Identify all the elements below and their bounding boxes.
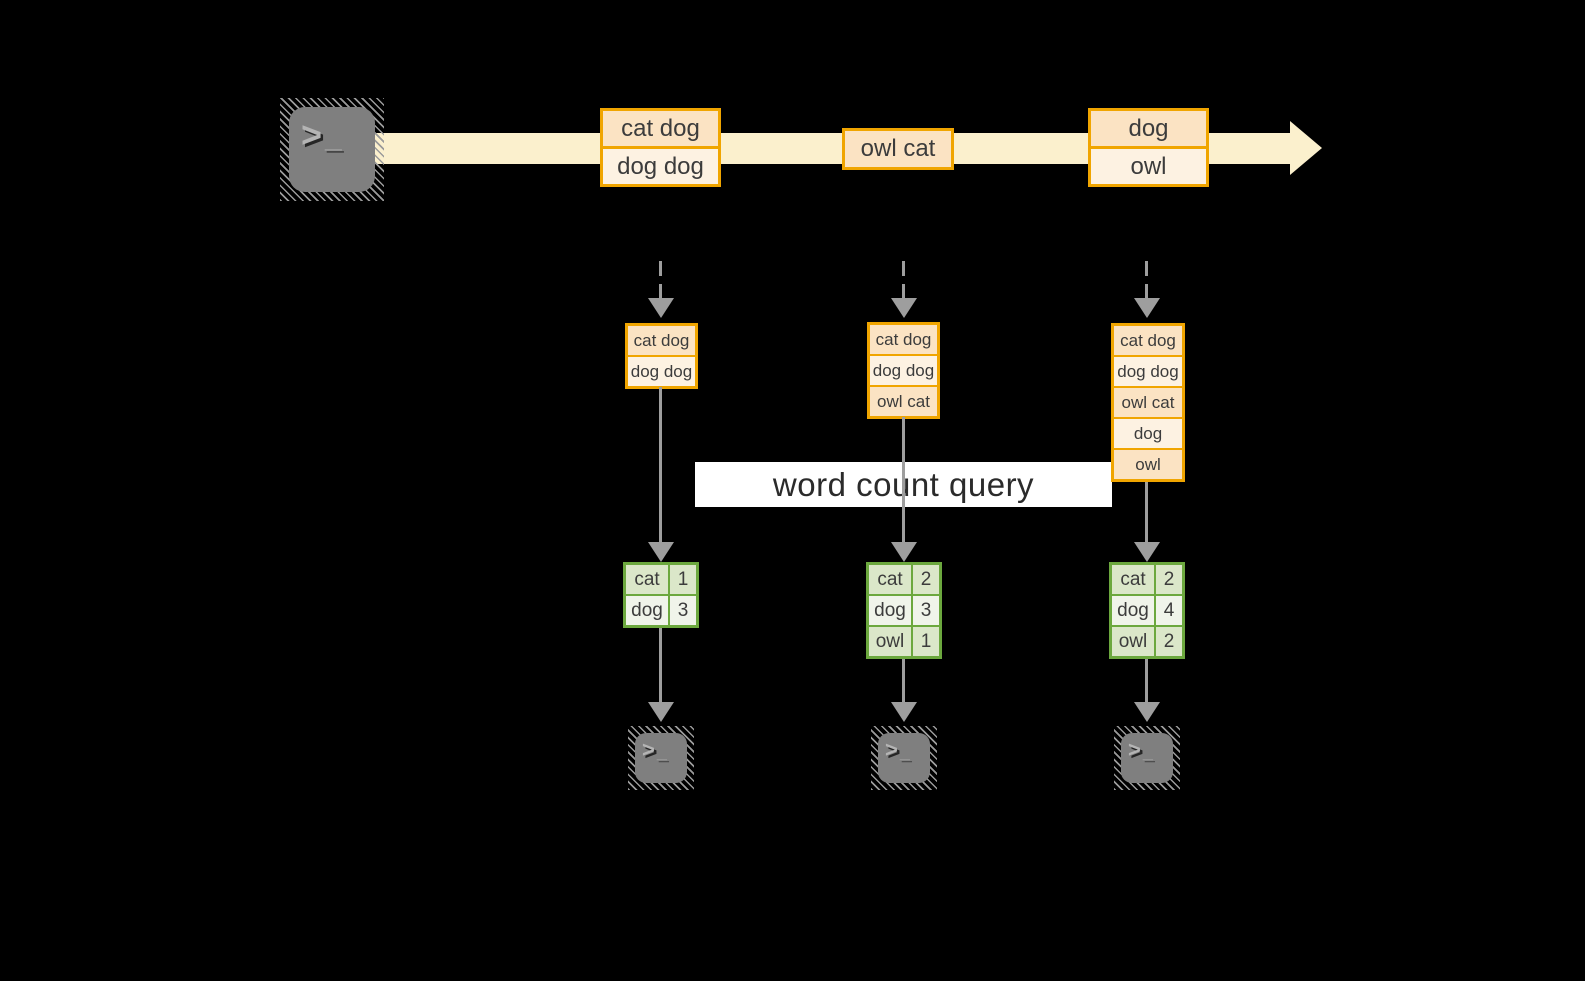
stack-record: owl — [1114, 448, 1182, 479]
terminal-cursor-icon: _ — [325, 121, 342, 154]
count-value: 2 — [911, 565, 939, 594]
count-word: cat — [877, 568, 903, 590]
count-word: cat — [1120, 568, 1146, 590]
dashed-arrow-line — [659, 261, 662, 298]
stack-record: dog dog — [870, 354, 937, 385]
stack-record: cat dog — [628, 326, 695, 355]
terminal-body: > _ — [878, 733, 930, 783]
table-row: owl 1 — [869, 625, 939, 656]
stack-record: owl cat — [870, 385, 937, 416]
arrowhead-icon — [891, 702, 917, 722]
count-table-2: cat 2 dog 3 owl 1 — [866, 562, 942, 659]
arrow-line — [902, 417, 905, 542]
count-word: owl — [1118, 630, 1148, 652]
table-row: owl 2 — [1112, 625, 1182, 656]
count-value: 1 — [911, 627, 939, 656]
count-word: dog — [631, 599, 663, 621]
table-row: cat 1 — [626, 565, 696, 594]
table-row: dog 3 — [869, 594, 939, 625]
arrow-line — [659, 628, 662, 702]
record-stack-3: cat dog dog dog owl cat dog owl — [1111, 323, 1185, 482]
arrow-line — [659, 387, 662, 542]
event-record: dog — [1091, 111, 1206, 146]
count-value: 2 — [1154, 565, 1182, 594]
dashed-arrow-line — [902, 261, 905, 298]
terminal-body: > _ — [1121, 733, 1173, 783]
terminal-body: > _ — [289, 107, 375, 192]
count-value: 3 — [668, 596, 696, 625]
dashed-arrow-line — [1145, 261, 1148, 298]
terminal-prompt-icon: > — [301, 114, 323, 155]
stream-event-box-2: owl cat — [842, 128, 954, 170]
table-row: cat 2 — [869, 565, 939, 594]
event-record: owl — [1091, 146, 1206, 184]
stream-event-box-3: dog owl — [1088, 108, 1209, 187]
arrow-line — [1145, 482, 1148, 542]
table-row: dog 4 — [1112, 594, 1182, 625]
terminal-body: > _ — [635, 733, 687, 783]
stack-record: cat dog — [870, 325, 937, 354]
stack-record: dog — [1114, 417, 1182, 448]
terminal-cursor-icon: _ — [656, 742, 667, 762]
terminal-prompt-icon: > — [885, 737, 898, 762]
terminal-icon-output-1: > _ — [628, 726, 694, 790]
stack-record: dog dog — [628, 355, 695, 386]
count-word: cat — [634, 568, 660, 590]
count-table-3: cat 2 dog 4 owl 2 — [1109, 562, 1185, 659]
stream-event-box-1: cat dog dog dog — [600, 108, 721, 187]
stack-record: dog dog — [1114, 355, 1182, 386]
arrow-line — [1145, 659, 1148, 702]
terminal-icon-source: > _ — [280, 98, 384, 201]
event-record: dog dog — [603, 146, 718, 184]
arrowhead-icon — [1134, 702, 1160, 722]
stream-arrowhead-icon — [1290, 121, 1322, 175]
stack-record: owl cat — [1114, 386, 1182, 417]
terminal-icon-output-3: > _ — [1114, 726, 1180, 790]
arrowhead-icon — [648, 542, 674, 562]
terminal-prompt-icon: > — [1128, 737, 1141, 762]
count-word: owl — [875, 630, 905, 652]
table-row: dog 3 — [626, 594, 696, 625]
dashed-arrowhead-icon — [648, 298, 674, 318]
record-stack-2: cat dog dog dog owl cat — [867, 322, 940, 419]
terminal-icon-output-2: > _ — [871, 726, 937, 790]
terminal-prompt-icon: > — [642, 737, 655, 762]
arrowhead-icon — [648, 702, 674, 722]
count-value: 2 — [1154, 627, 1182, 656]
dashed-arrowhead-icon — [891, 298, 917, 318]
arrowhead-icon — [891, 542, 917, 562]
count-word: dog — [1117, 599, 1149, 621]
table-row: cat 2 — [1112, 565, 1182, 594]
arrow-line — [902, 659, 905, 702]
count-value: 3 — [911, 596, 939, 625]
terminal-cursor-icon: _ — [899, 742, 910, 762]
record-stack-1: cat dog dog dog — [625, 323, 698, 389]
count-table-1: cat 1 dog 3 — [623, 562, 699, 628]
dashed-arrowhead-icon — [1134, 298, 1160, 318]
stack-record: cat dog — [1114, 326, 1182, 355]
count-value: 1 — [668, 565, 696, 594]
terminal-cursor-icon: _ — [1142, 742, 1153, 762]
event-record: cat dog — [603, 111, 718, 146]
event-record: owl cat — [845, 131, 951, 167]
count-word: dog — [874, 599, 906, 621]
arrowhead-icon — [1134, 542, 1160, 562]
count-value: 4 — [1154, 596, 1182, 625]
